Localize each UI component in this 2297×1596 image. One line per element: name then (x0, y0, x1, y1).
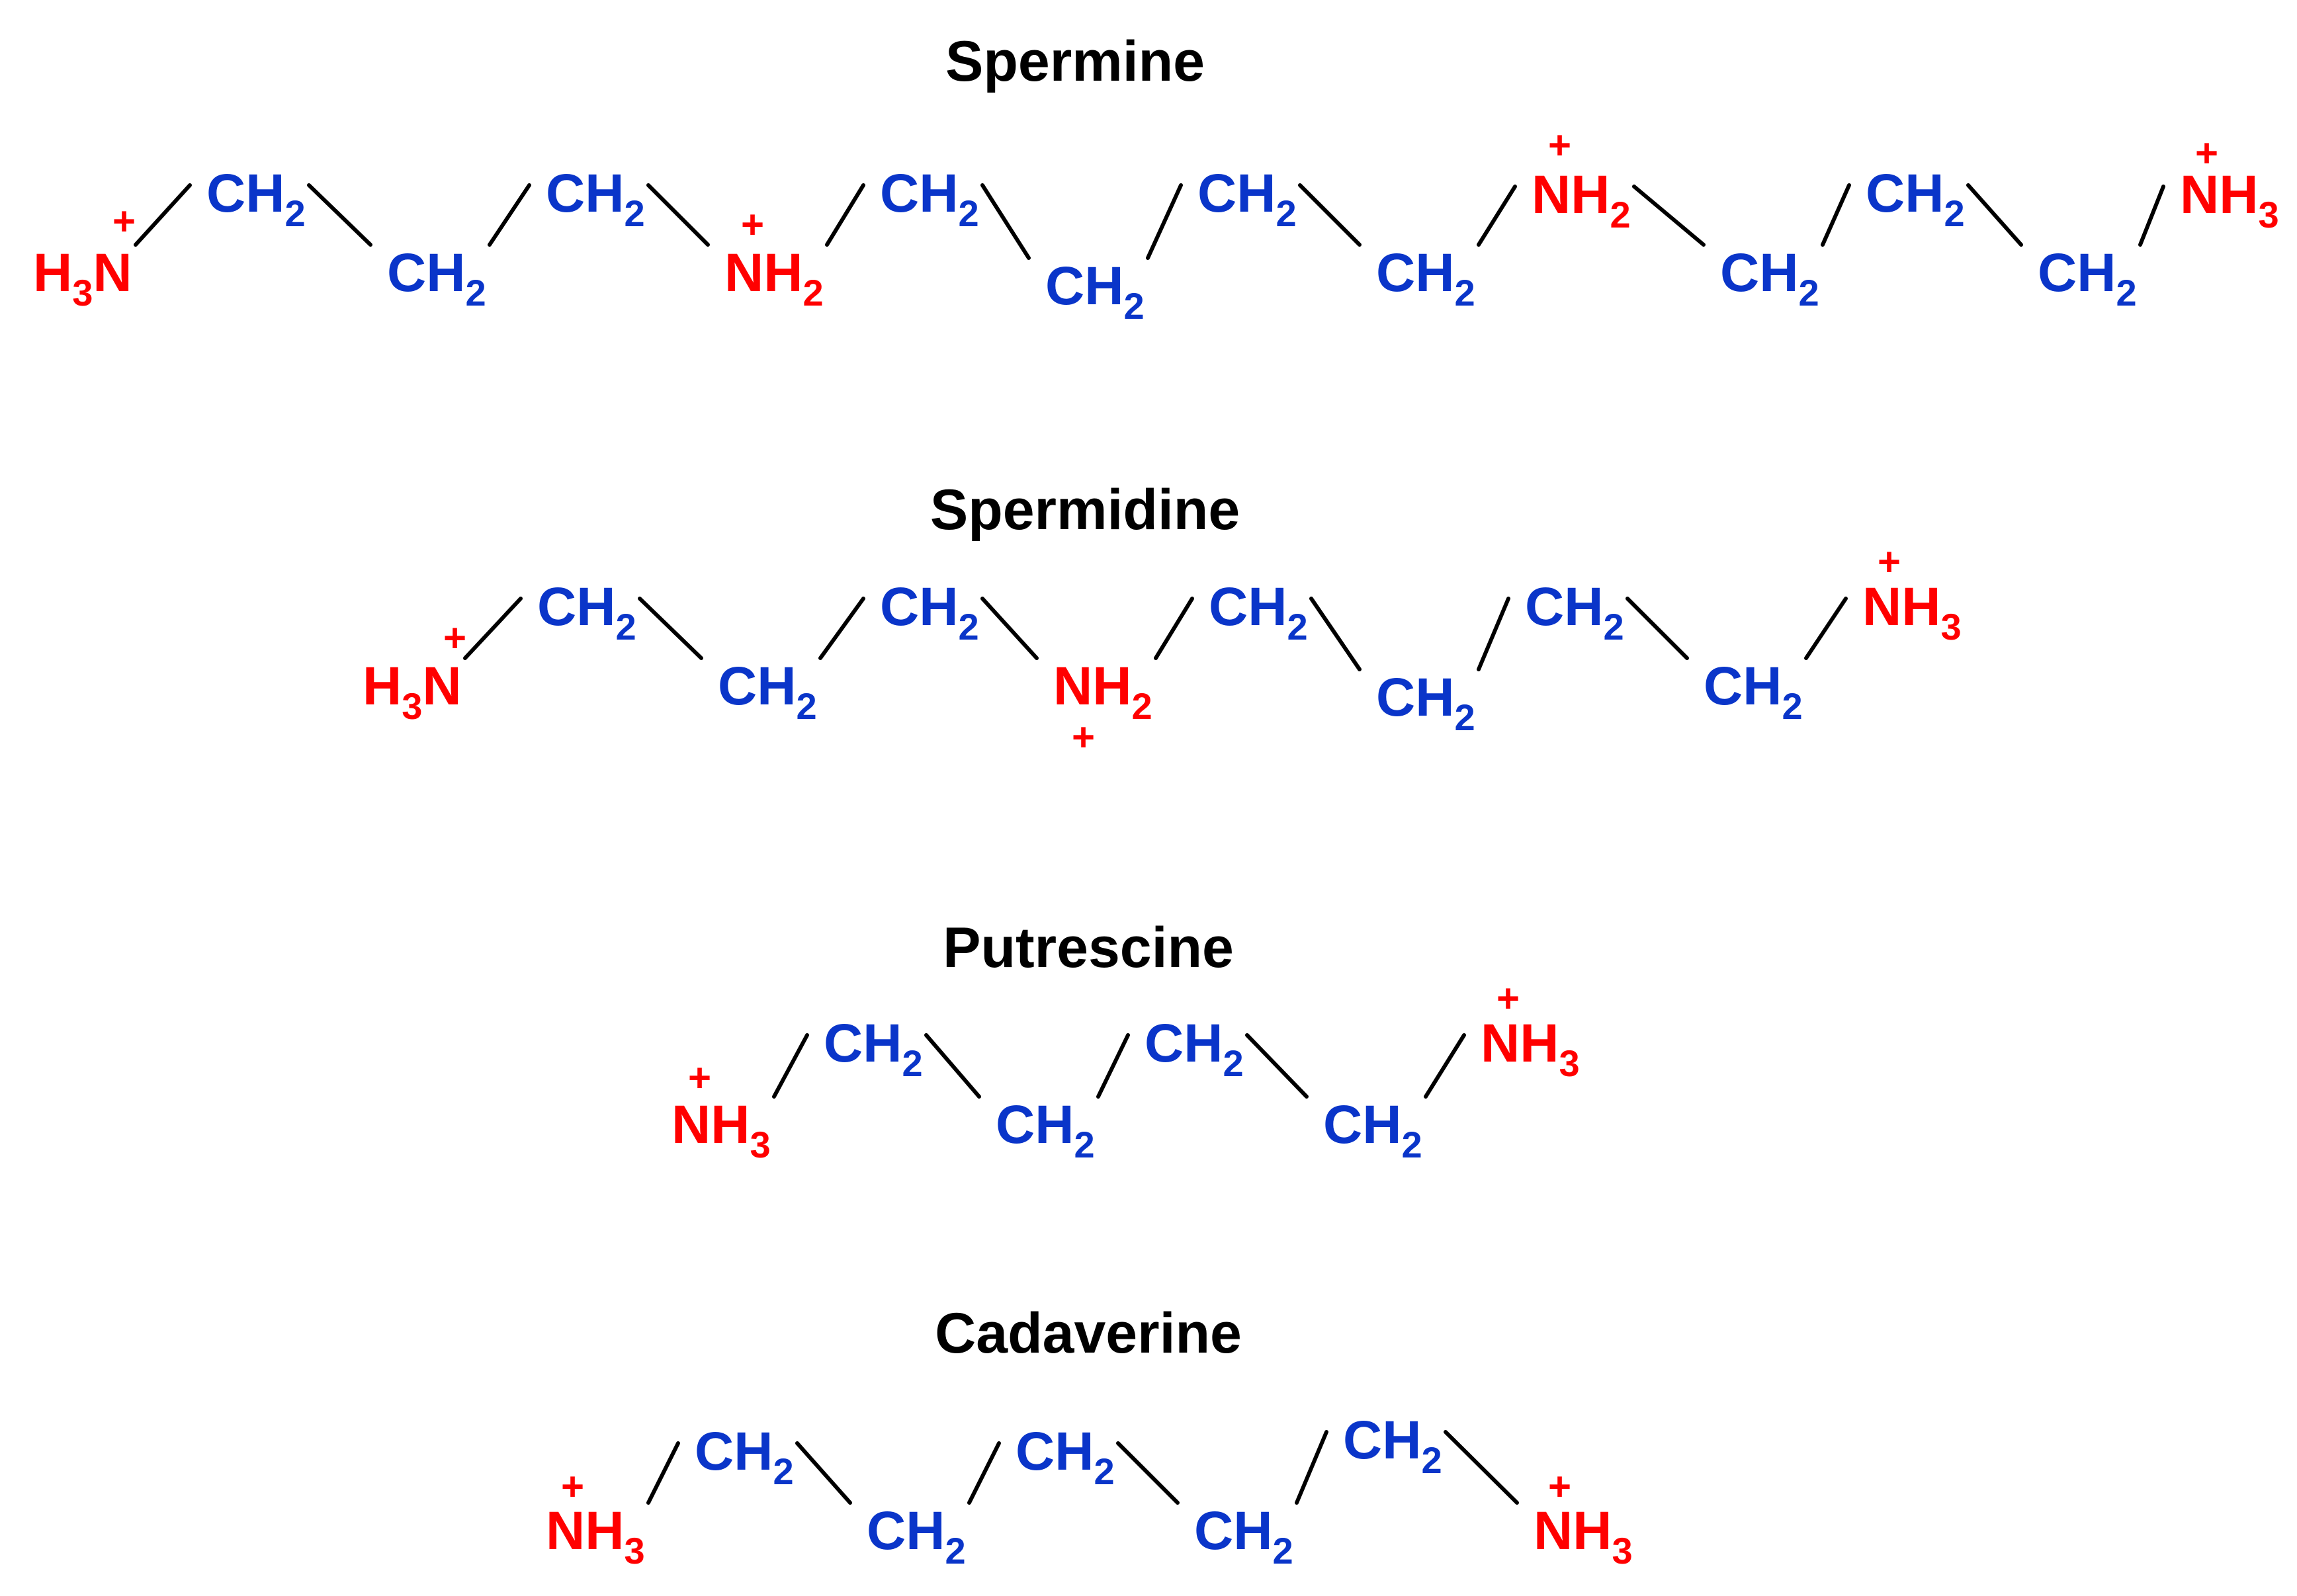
putrescine-bond (1096, 1033, 1130, 1099)
spermidine-atom-methylene: CH2 (880, 577, 979, 648)
spermine-atom-amine: H3N (33, 243, 132, 314)
cadaverine-positive-charge: + (1548, 1464, 1571, 1509)
spermine-positive-charge: + (741, 202, 764, 247)
putrescine-title: Putrescine (943, 916, 1234, 980)
spermine-bond (1146, 183, 1183, 260)
putrescine-bond (1245, 1033, 1309, 1099)
spermidine-bond (980, 597, 1039, 660)
spermine-atom-methylene: CH2 (2038, 243, 2137, 314)
spermine-bond (1477, 185, 1517, 247)
spermine-positive-charge: + (1548, 123, 1571, 167)
spermine-bond (2138, 185, 2165, 247)
cadaverine-atom-methylene: CH2 (1194, 1501, 1293, 1572)
spermine-atom-methylene: CH2 (387, 243, 486, 314)
putrescine-atom-amine: NH3 (1481, 1013, 1580, 1084)
cadaverine-atom-methylene: CH2 (867, 1501, 966, 1572)
putrescine-positive-charge: + (1496, 976, 1520, 1021)
putrescine-atom-methylene: CH2 (1145, 1013, 1244, 1084)
putrescine-bond (1424, 1033, 1466, 1099)
spermine-atom-methylene: CH2 (546, 163, 645, 234)
spermine-atom-methylene: CH2 (1866, 163, 1965, 234)
spermine-bond (1632, 185, 1706, 247)
cadaverine-atom-amine: NH3 (1534, 1501, 1633, 1572)
spermidine-atom-methylene: CH2 (718, 656, 817, 727)
spermidine-bond (463, 597, 523, 660)
cadaverine-bond (795, 1441, 852, 1505)
spermine-bond (646, 183, 710, 247)
putrescine-atom-methylene: CH2 (824, 1013, 923, 1084)
spermine-bond (134, 183, 192, 247)
cadaverine-atom-methylene: CH2 (1016, 1421, 1115, 1492)
cadaverine-bond (1116, 1441, 1180, 1505)
spermidine-title: Spermidine (930, 478, 1240, 542)
spermine-atom-methylene: CH2 (206, 163, 306, 234)
spermidine-bond (818, 597, 865, 660)
cadaverine-bond (1295, 1430, 1328, 1505)
spermine-atom-methylene: CH2 (880, 163, 979, 234)
spermine-structure: H3N+CH2CH2CH2NH2+CH2CH2CH2CH2NH2+CH2CH2C… (33, 123, 2279, 327)
spermine-bond (488, 183, 531, 247)
spermidine-bond (1625, 597, 1689, 660)
spermidine-positive-charge: + (1072, 715, 1095, 759)
spermine-atom-methylene: CH2 (1197, 163, 1297, 234)
spermine-positive-charge: + (2195, 131, 2218, 175)
spermidine-bond (638, 597, 703, 660)
spermidine-atom-amine: NH3 (1862, 577, 1962, 648)
spermine-atom-methylene: CH2 (1376, 243, 1475, 314)
spermine-bond (1298, 183, 1362, 247)
spermidine-atom-amine: H3N (363, 656, 462, 727)
putrescine-atom-methylene: CH2 (996, 1095, 1095, 1165)
spermidine-atom-methylene: CH2 (1376, 667, 1475, 738)
putrescine-atom-methylene: CH2 (1323, 1095, 1422, 1165)
spermidine-positive-charge: + (1878, 540, 1901, 584)
spermine-atom-amine: NH2 (724, 243, 824, 314)
cadaverine-bond (646, 1441, 680, 1505)
spermine-bond (825, 183, 865, 247)
cadaverine-title: Cadaverine (935, 1302, 1242, 1365)
spermine-atom-amine: NH2 (1532, 165, 1631, 235)
spermine-bond (307, 183, 372, 247)
spermidine-atom-methylene: CH2 (537, 577, 636, 648)
spermine-atom-amine: NH3 (2180, 165, 2279, 235)
cadaverine-positive-charge: + (561, 1464, 584, 1509)
spermine-bond (980, 183, 1031, 260)
cadaverine-atom-methylene: CH2 (695, 1421, 794, 1492)
putrescine-bond (772, 1033, 809, 1099)
spermidine-atom-methylene: CH2 (1525, 577, 1624, 648)
cadaverine-atom-methylene: CH2 (1343, 1410, 1442, 1481)
putrescine-bond (924, 1033, 981, 1099)
cadaverine-bond (1444, 1430, 1519, 1505)
spermidine-positive-charge: + (443, 616, 466, 660)
spermidine-bond (1154, 597, 1194, 660)
cadaverine-atom-amine: NH3 (546, 1501, 645, 1572)
spermine-atom-methylene: CH2 (1045, 256, 1145, 327)
spermine-atom-methylene: CH2 (1720, 243, 1819, 314)
spermine-bond (1821, 183, 1851, 247)
spermidine-atom-amine: NH2 (1053, 656, 1152, 727)
spermidine-bond (1477, 597, 1510, 671)
putrescine-atom-amine: NH3 (672, 1095, 771, 1165)
cadaverine-bond (967, 1441, 1001, 1505)
spermine-bond (1966, 183, 2023, 247)
spermine-positive-charge: + (112, 199, 136, 243)
putrescine-positive-charge: + (688, 1056, 711, 1100)
spermidine-bond (1804, 597, 1848, 660)
spermine-title: Spermine (945, 30, 1205, 93)
spermidine-atom-methylene: CH2 (1209, 577, 1308, 648)
spermidine-atom-methylene: CH2 (1704, 656, 1803, 727)
spermidine-bond (1309, 597, 1362, 671)
